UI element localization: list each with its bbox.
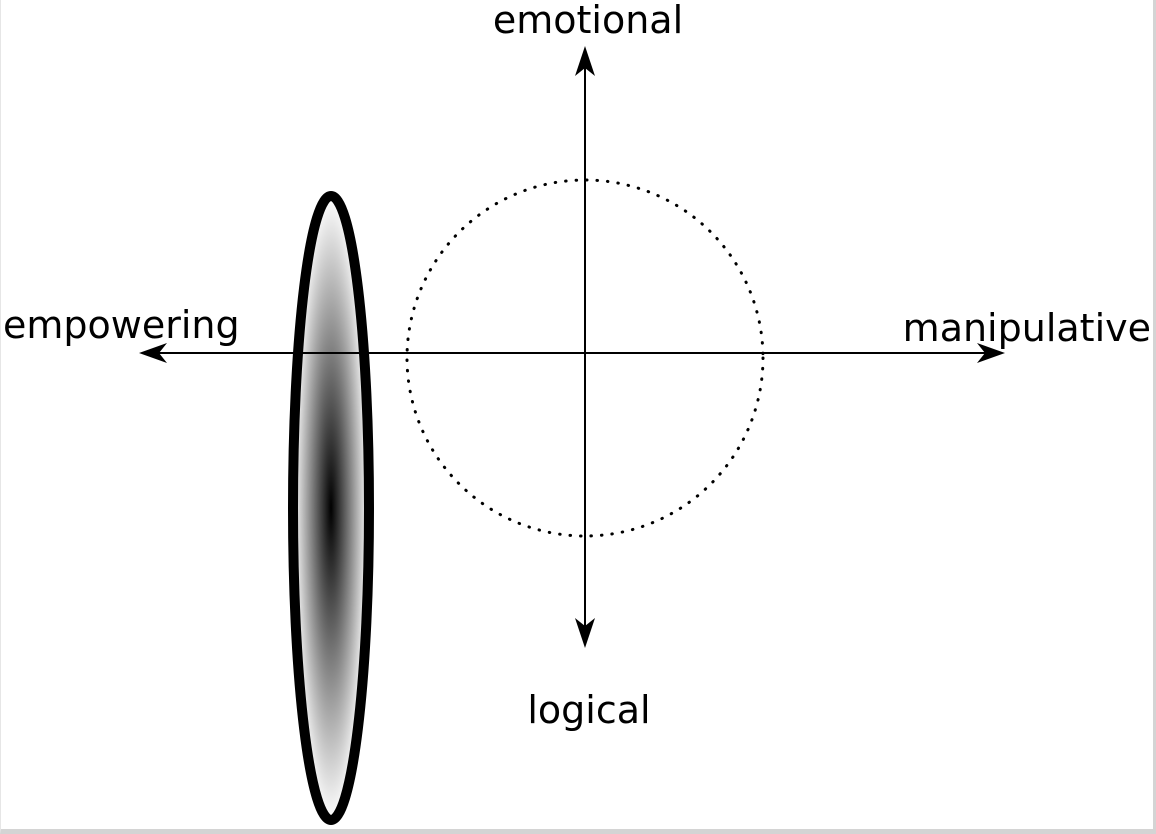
label-manipulative: manipulative xyxy=(903,306,1151,350)
bottom-arrowhead xyxy=(575,618,595,648)
vertical-axis xyxy=(575,46,595,648)
top-arrowhead xyxy=(575,46,595,76)
label-emotional: emotional xyxy=(493,0,683,42)
label-logical: logical xyxy=(527,688,650,732)
label-empowering: empowering xyxy=(3,303,240,347)
horizontal-axis xyxy=(139,343,1005,363)
right-arrowhead xyxy=(977,343,1005,363)
left-arrowhead xyxy=(139,343,167,363)
shaded-ellipse xyxy=(288,191,374,825)
dotted-circle xyxy=(405,178,765,538)
